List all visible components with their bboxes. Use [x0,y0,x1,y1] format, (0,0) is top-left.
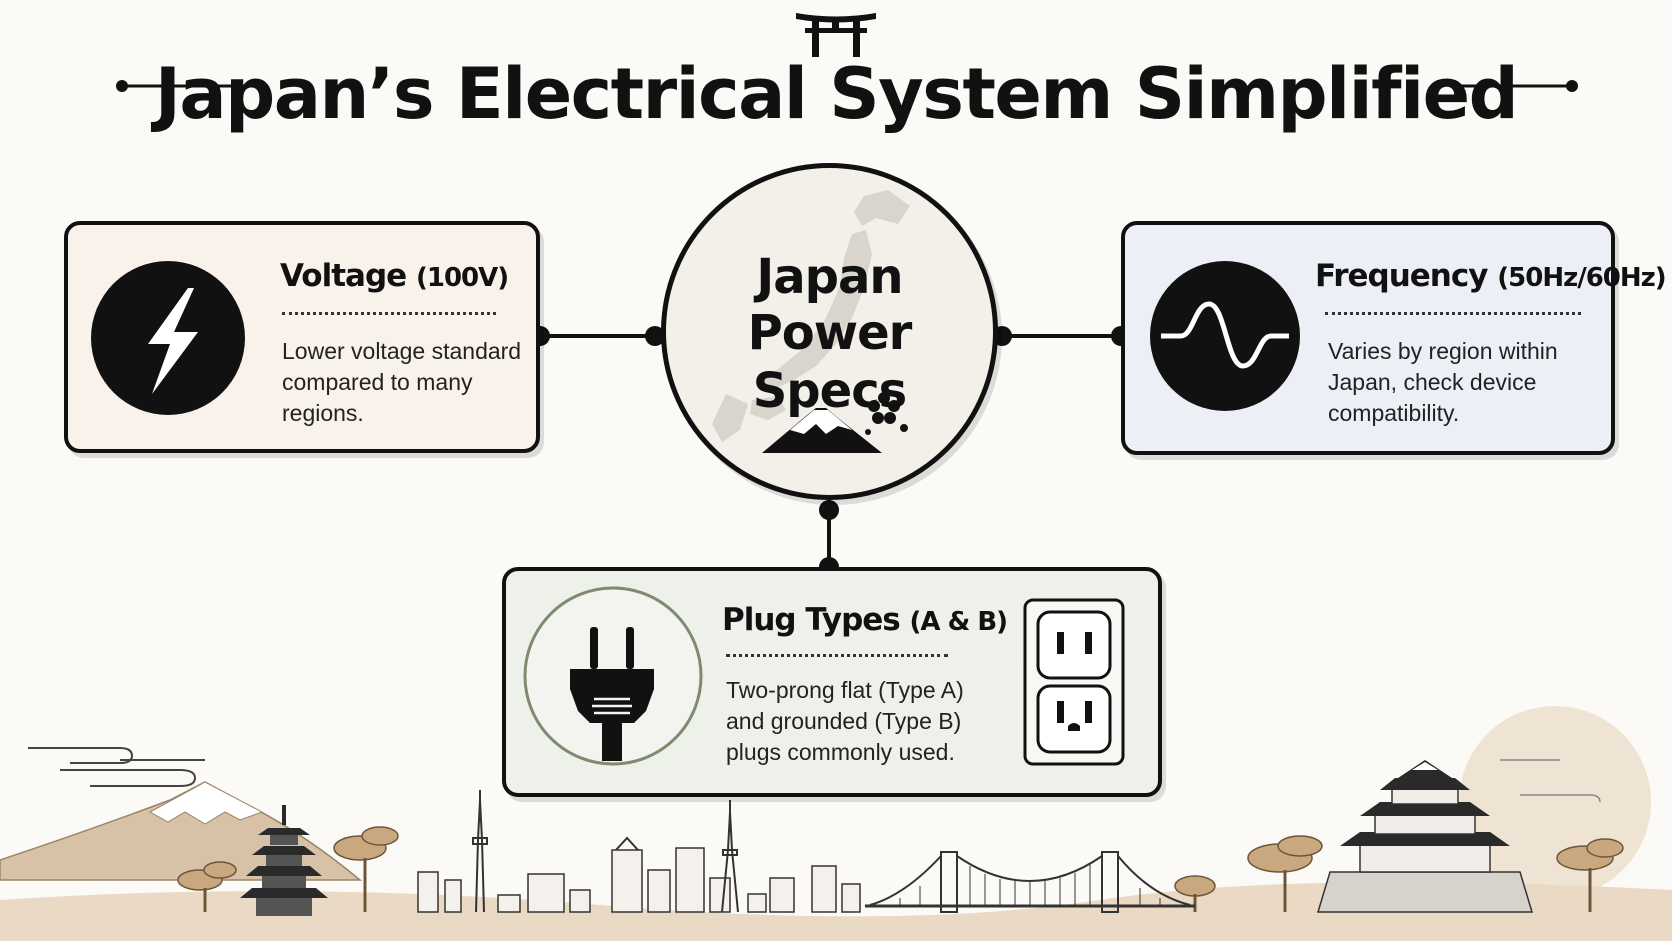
pagoda-illustration [240,805,328,916]
castle-illustration [1316,760,1534,913]
cloud-right [1500,759,1601,803]
city-buildings [417,847,861,913]
plug-title: Plug Types (A & B) [722,602,1008,638]
frequency-card: Frequency (50Hz/60Hz) Varies by region w… [1121,221,1667,455]
wall-outlet-icon [1023,598,1125,766]
voltage-card: Voltage (100V) Lower voltage standard co… [64,221,540,453]
voltage-divider [282,312,496,315]
hub-title-line2: Power Specs [747,305,913,419]
title-decorations [116,13,1578,92]
tree-illustrations [177,826,1624,912]
hub-circle: Japan Power Specs [661,163,998,500]
frequency-title: Frequency (50Hz/60Hz) [1315,258,1667,294]
plug-divider [726,654,948,657]
plug-description: Two-prong flat (Type A) and grounded (Ty… [726,677,964,765]
plug-icon [522,585,704,767]
voltage-title: Voltage (100V) [280,258,509,294]
title-dot-right [1566,80,1578,92]
plug-card: Plug Types (A & B) Two-prong flat (Type … [502,567,1162,797]
sakura-icon [865,392,908,435]
japan-map-icon [712,190,910,453]
frequency-description: Varies by region within Japan, check dev… [1328,338,1558,426]
sine-wave-icon [1149,260,1301,412]
cloud-left [28,747,205,787]
bridge-illustration [865,851,1195,913]
lightning-bolt-icon [90,260,246,416]
page-title: Japan’s Electrical System Simplified [154,53,1519,135]
frequency-divider [1325,312,1581,315]
hub-title-line1: Japan [756,249,903,305]
voltage-description: Lower voltage standard compared to many … [282,338,522,426]
tower-illustrations [472,790,739,913]
torii-gate-icon [796,13,876,57]
mount-fuji-icon [762,408,882,453]
